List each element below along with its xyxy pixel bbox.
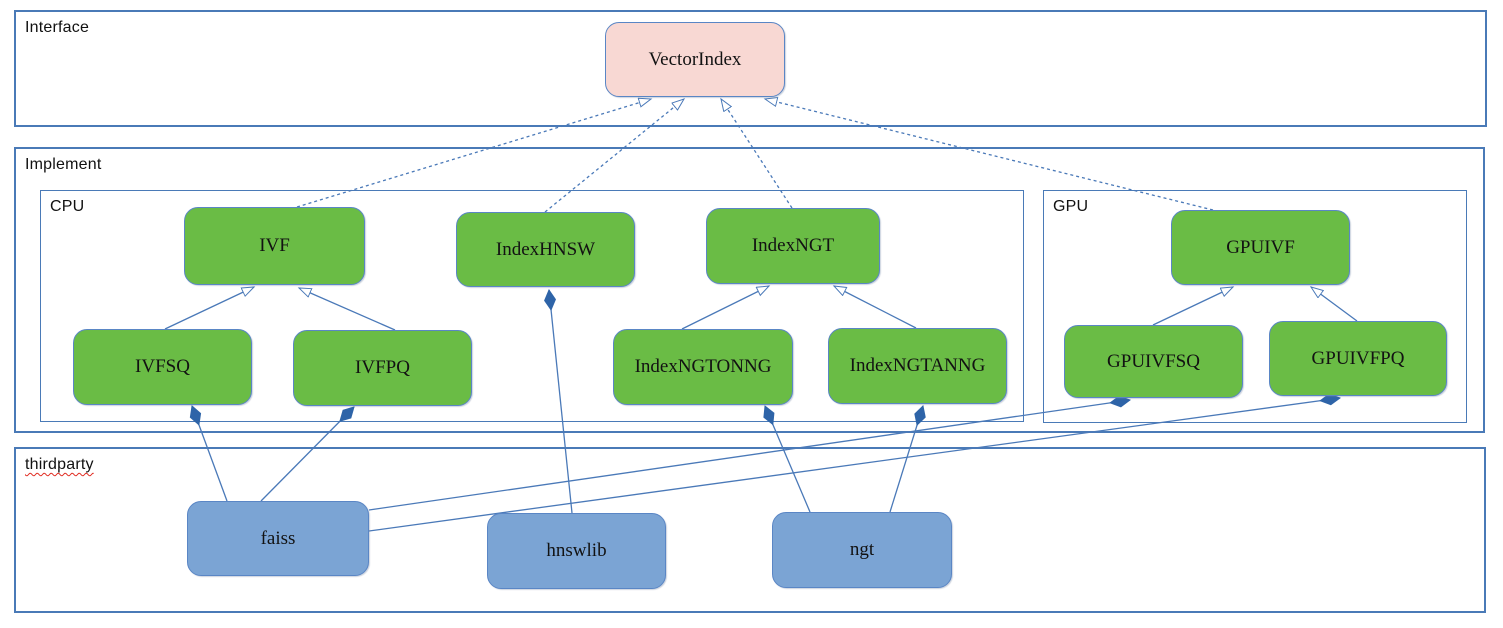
node-label-VectorIndex: VectorIndex bbox=[648, 48, 742, 70]
section-label-thirdparty: thirdparty bbox=[25, 456, 94, 473]
node-IVFPQ[interactable]: IVFPQ bbox=[293, 330, 472, 406]
node-label-GPUIVF: GPUIVF bbox=[1226, 236, 1295, 258]
node-label-IndexHNSW: IndexHNSW bbox=[495, 238, 596, 260]
node-label-faiss: faiss bbox=[260, 527, 296, 549]
section-label-implement: Implement bbox=[25, 156, 102, 173]
node-label-GPUIVFSQ: GPUIVFSQ bbox=[1107, 350, 1200, 372]
node-label-IVFPQ: IVFPQ bbox=[355, 357, 410, 378]
node-IndexNGTONNG[interactable]: IndexNGTONNG bbox=[613, 329, 793, 405]
node-ngt[interactable]: ngt bbox=[772, 512, 952, 588]
node-faiss[interactable]: faiss bbox=[187, 501, 369, 576]
section-label-gpu: GPU bbox=[1053, 198, 1089, 215]
node-GPUIVFPQ[interactable]: GPUIVFPQ bbox=[1269, 321, 1447, 396]
node-IVF[interactable]: IVF bbox=[184, 207, 365, 285]
node-GPUIVFSQ[interactable]: GPUIVFSQ bbox=[1064, 325, 1243, 398]
node-IndexHNSW[interactable]: IndexHNSW bbox=[456, 212, 635, 287]
node-GPUIVF[interactable]: GPUIVF bbox=[1171, 210, 1350, 285]
node-label-IVFSQ: IVFSQ bbox=[135, 356, 190, 377]
node-label-IndexNGTANNG: IndexNGTANNG bbox=[849, 355, 986, 376]
node-IndexNGT[interactable]: IndexNGT bbox=[706, 208, 880, 284]
node-IVFSQ[interactable]: IVFSQ bbox=[73, 329, 252, 405]
section-label-cpu: CPU bbox=[50, 198, 85, 215]
node-VectorIndex[interactable]: VectorIndex bbox=[605, 22, 785, 97]
node-label-IndexNGTONNG: IndexNGTONNG bbox=[634, 356, 772, 377]
node-label-hnswlib: hnswlib bbox=[546, 540, 607, 561]
node-label-GPUIVFPQ: GPUIVFPQ bbox=[1311, 347, 1405, 369]
node-label-ngt: ngt bbox=[849, 539, 875, 560]
node-IndexNGTANNG[interactable]: IndexNGTANNG bbox=[828, 328, 1007, 404]
node-hnswlib[interactable]: hnswlib bbox=[487, 513, 666, 589]
node-label-IndexNGT: IndexNGT bbox=[751, 235, 835, 256]
section-label-interface: Interface bbox=[25, 19, 90, 36]
node-label-IVF: IVF bbox=[259, 235, 290, 256]
